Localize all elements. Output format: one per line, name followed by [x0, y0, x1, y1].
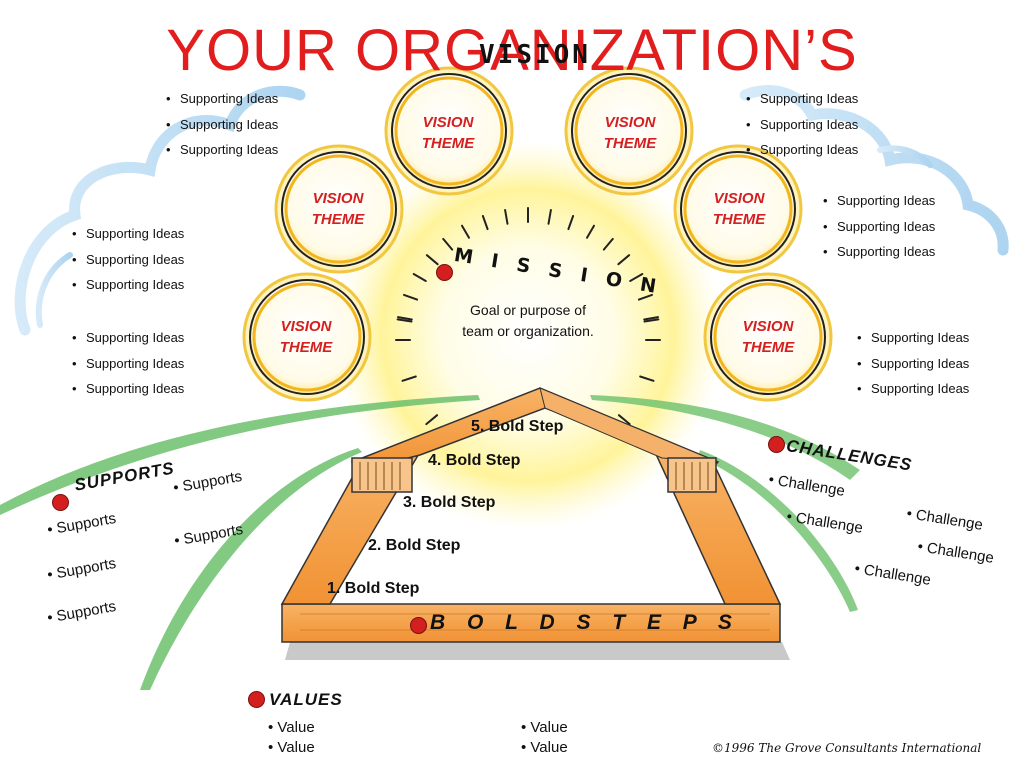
vision-theme-ring — [252, 282, 362, 392]
mission-ray — [547, 209, 552, 225]
mission-ray — [396, 318, 413, 323]
vision-theme-label: VISION THEME — [712, 190, 766, 228]
value-item: • Value — [521, 719, 568, 736]
mission-ray — [617, 414, 631, 426]
vision-theme-label: VISION THEME — [311, 190, 365, 228]
mission-ray — [461, 224, 470, 239]
value-item: • Value — [521, 739, 568, 756]
bold-steps-dot — [410, 617, 427, 634]
bold-step-5: 5. Bold Step — [471, 418, 564, 435]
list-item: Supporting Ideas — [166, 112, 278, 138]
bold-steps-label: B O L D S T E P S — [430, 611, 740, 634]
bold-step-3: 3. Bold Step — [403, 494, 496, 511]
vision-theme-ring — [713, 282, 823, 392]
list-item: Supporting Ideas — [746, 137, 858, 163]
mission-dot — [436, 264, 453, 281]
mission-ray — [481, 215, 489, 231]
list-item: Supporting Ideas — [857, 351, 969, 377]
list-item: Supporting Ideas — [823, 214, 935, 240]
values-dot — [248, 691, 265, 708]
list-item: Supporting Ideas — [72, 351, 184, 377]
mission-ray — [442, 237, 454, 251]
page-title: YOUR ORGANIZATION’S — [166, 18, 858, 83]
mission-ray — [602, 237, 614, 251]
list-item: Supporting Ideas — [166, 86, 278, 112]
mission-ray — [567, 215, 575, 231]
vision-theme-label: VISION THEME — [279, 318, 333, 356]
vision-theme-circle — [249, 279, 365, 395]
list-item: Supporting Ideas — [166, 137, 278, 163]
vision-theme-label: VISION THEME — [741, 318, 795, 356]
vision-label: VISION — [479, 40, 591, 70]
mission-ray — [504, 209, 509, 225]
mission-ray — [637, 293, 653, 301]
list-item: Supporting Ideas — [823, 239, 935, 265]
supports-dot — [52, 494, 69, 511]
mission-ray — [412, 273, 427, 282]
vision-theme-ring — [683, 154, 793, 264]
list-item: Supporting Ideas — [857, 325, 969, 351]
vision-theme-circle — [281, 151, 397, 267]
copyright-notice: ©1996 The Grove Consultants Internationa… — [712, 741, 982, 755]
vision-theme-ring — [394, 76, 504, 186]
bold-step-1: 1. Bold Step — [327, 580, 420, 597]
supporting-ideas-top-left: Supporting Ideas Supporting Ideas Suppor… — [166, 86, 278, 163]
vision-theme-label: VISION THEME — [603, 114, 657, 152]
mission-ray — [643, 318, 660, 323]
mission-ray — [643, 316, 659, 321]
mission-rays — [395, 207, 661, 426]
value-item: • Value — [268, 739, 315, 756]
mission-ray — [425, 414, 439, 426]
list-item: Supporting Ideas — [746, 112, 858, 138]
bold-step-2: 2. Bold Step — [368, 537, 461, 554]
mission-ray — [425, 254, 439, 266]
list-item: Supporting Ideas — [72, 376, 184, 402]
list-item: Supporting Ideas — [72, 221, 184, 247]
mission-ray — [629, 273, 644, 282]
vision-theme-circle — [710, 279, 826, 395]
supporting-ideas-low-left: Supporting Ideas Supporting Ideas Suppor… — [72, 325, 184, 402]
mission-description: Goal or purpose of team or organization. — [462, 302, 594, 339]
vision-theme-ring — [284, 154, 394, 264]
list-item: Supporting Ideas — [72, 272, 184, 298]
list-item: Supporting Ideas — [746, 86, 858, 112]
mission-ray — [403, 293, 419, 301]
supporting-ideas-low-right: Supporting Ideas Supporting Ideas Suppor… — [857, 325, 969, 402]
vision-theme-ring — [574, 76, 684, 186]
list-item: Supporting Ideas — [72, 247, 184, 273]
list-item: Supporting Ideas — [823, 188, 935, 214]
supporting-ideas-top-right: Supporting Ideas Supporting Ideas Suppor… — [746, 86, 858, 163]
mission-ray — [397, 316, 413, 321]
supporting-ideas-mid-right: Supporting Ideas Supporting Ideas Suppor… — [823, 188, 935, 265]
bold-step-4: 4. Bold Step — [428, 452, 521, 469]
value-item: • Value — [268, 719, 315, 736]
list-item: Supporting Ideas — [857, 376, 969, 402]
mission-ray — [586, 224, 595, 239]
vision-theme-circle — [391, 73, 507, 189]
supporting-ideas-mid-left: Supporting Ideas Supporting Ideas Suppor… — [72, 221, 184, 298]
bold-steps-house — [280, 387, 790, 660]
vision-theme-circles — [242, 66, 833, 402]
mission-ray — [639, 375, 655, 382]
list-item: Supporting Ideas — [72, 325, 184, 351]
vision-theme-circle — [680, 151, 796, 267]
vision-theme-label: VISION THEME — [421, 114, 475, 152]
values-heading: VALUES — [269, 690, 343, 709]
challenges-dot — [768, 436, 785, 453]
mission-ray — [401, 375, 417, 382]
mission-ray — [617, 254, 631, 266]
vision-theme-circle — [571, 73, 687, 189]
